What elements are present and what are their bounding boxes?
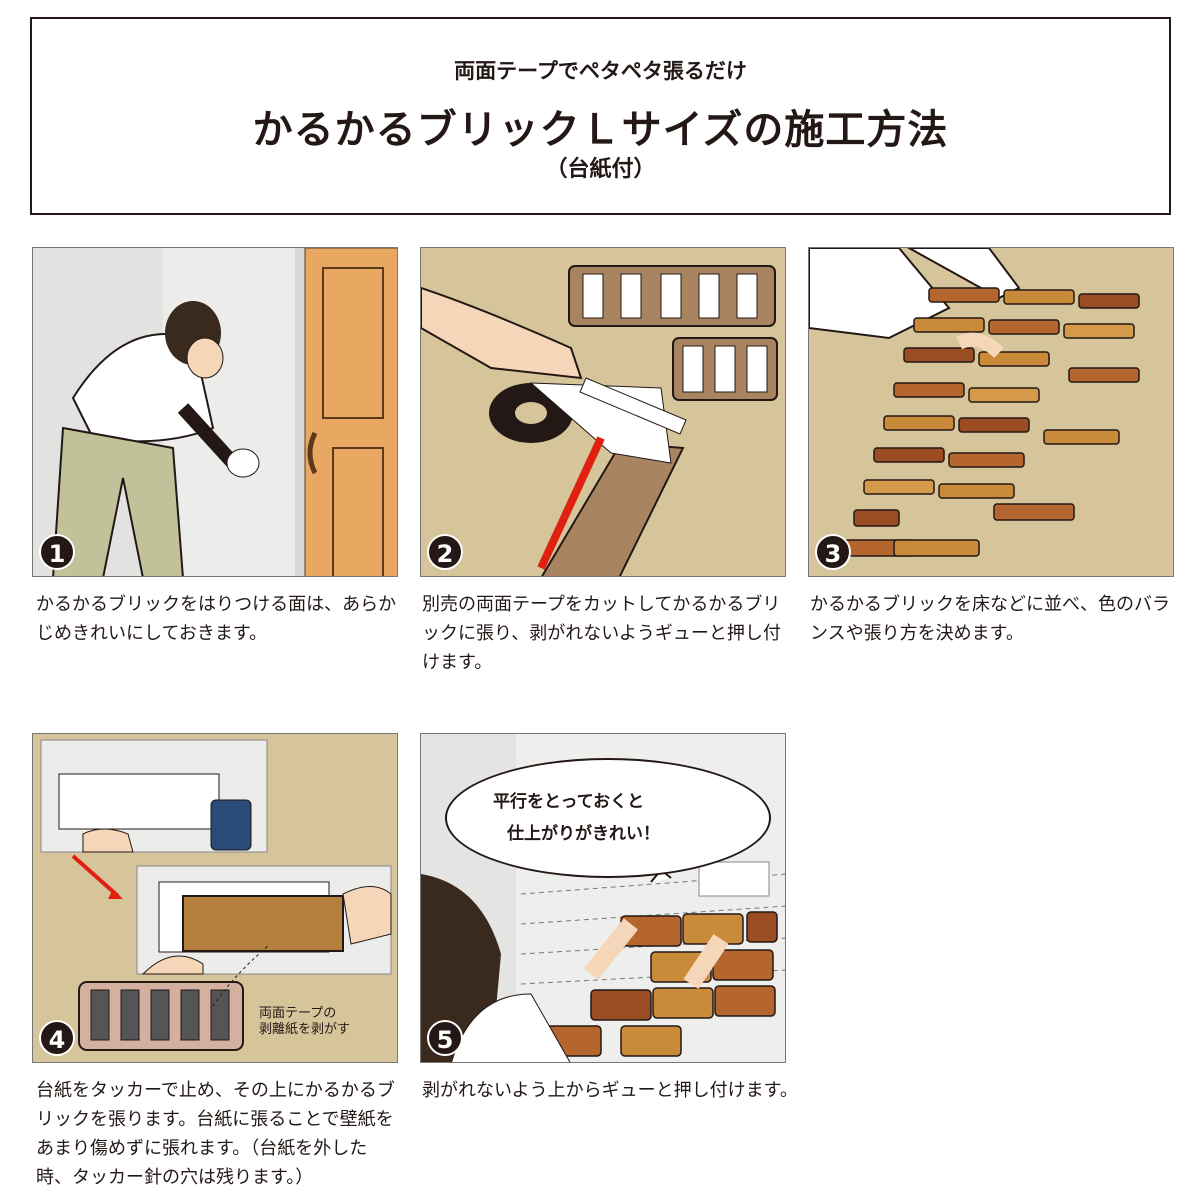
arranging-bricks-illustration	[809, 248, 1140, 557]
step-number-badge: 1	[39, 534, 75, 570]
step-4-illustration: 両面テープの剥離紙を剥がす 4	[32, 733, 398, 1063]
step-4-caption: 台紙をタッカーで止め、その上にかるかるブリックを張ります。台紙に張ることで壁紙を…	[36, 1080, 395, 1188]
speech-bubble: 平行をとっておくと仕上がりがきれい！	[445, 758, 771, 878]
step-2-illustration: 2	[420, 247, 786, 577]
note-line: 両面テープの	[259, 1006, 337, 1021]
step-number-badge: 2	[427, 534, 463, 570]
step-5-illustration: 平行をとっておくと仕上がりがきれい！ 5	[420, 733, 786, 1063]
peel-release-paper-note: 両面テープの剥離紙を剥がす	[259, 1006, 350, 1038]
title-box: 両面テープでペタペタ張るだけ かるかるブリックＬサイズの施工方法 （台紙付）	[30, 17, 1171, 215]
step-2-caption: 別売の両面テープをカットしてかるかるブリックに張り、剥がれないようギューと押し付…	[422, 594, 781, 673]
note-line: 剥離紙を剥がす	[259, 1022, 351, 1037]
step-5-caption: 剥がれないよう上からギューと押し付けます。	[422, 1080, 798, 1101]
cutting-tape-illustration	[421, 265, 778, 576]
step-1-caption: かるかるブリックをはりつける面は、あらかじめきれいにしておきます。	[36, 594, 397, 644]
subtitle: 両面テープでペタペタ張るだけ	[454, 59, 747, 83]
cleaning-wall-illustration	[33, 248, 397, 576]
step-number-badge: 4	[39, 1020, 75, 1056]
bubble-line: 仕上がりがきれい！	[507, 824, 660, 844]
stapling-backing-illustration	[40, 739, 392, 1051]
step-3-caption: かるかるブリックを床などに並べ、色のバランスや張り方を決めます。	[810, 594, 1170, 644]
step-number-badge: 3	[815, 534, 851, 570]
title-note: （台紙付）	[545, 157, 656, 182]
bubble-line: 平行をとっておくと	[493, 792, 645, 812]
page-title: かるかるブリックＬサイズの施工方法	[252, 107, 949, 153]
step-3-illustration: 3	[808, 247, 1174, 577]
step-1-illustration: 1	[32, 247, 398, 577]
step-number-badge: 5	[427, 1020, 463, 1056]
